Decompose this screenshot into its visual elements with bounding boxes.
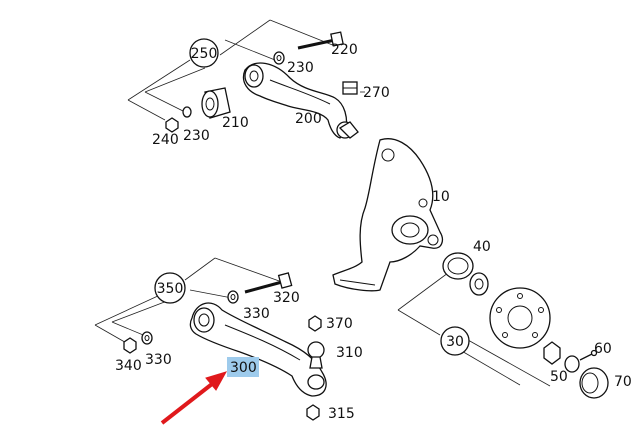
label-210[interactable]: 210	[222, 115, 249, 131]
lower-nut-b	[308, 315, 322, 332]
label-320[interactable]: 320	[273, 290, 300, 306]
label-10[interactable]: 10	[432, 189, 450, 205]
label-270[interactable]: 270	[363, 85, 390, 101]
lower-washer-b	[141, 331, 153, 345]
label-370[interactable]: 370	[326, 316, 353, 332]
upper-ball-joint	[336, 121, 359, 139]
callout-250-text: 250	[191, 46, 218, 62]
upper-bushing	[201, 87, 231, 119]
red-arrow-icon	[160, 371, 228, 425]
upper-self-lock-nut	[342, 81, 358, 95]
bearing	[469, 272, 489, 296]
lower-washer-a	[227, 290, 239, 304]
upper-washer-b	[182, 106, 192, 118]
label-50[interactable]: 50	[550, 369, 568, 385]
upper-nut	[165, 117, 179, 133]
steering-knuckle	[332, 138, 443, 292]
label-315[interactable]: 315	[328, 406, 355, 422]
hub-cap	[579, 367, 609, 399]
label-300: 300	[230, 360, 257, 376]
upper-washer-a	[273, 51, 285, 65]
label-340[interactable]: 340	[115, 358, 142, 374]
callout-350-text: 350	[157, 281, 184, 297]
label-330-upper[interactable]: 330	[243, 306, 270, 322]
callout-30-text: 30	[446, 334, 464, 350]
label-230-lower[interactable]: 230	[183, 128, 210, 144]
lower-nut-a	[123, 337, 137, 354]
highlight-300[interactable]: 300	[227, 357, 259, 377]
label-200[interactable]: 200	[295, 111, 322, 127]
label-230-upper[interactable]: 230	[287, 60, 314, 76]
lower-leader-lines	[94, 257, 551, 387]
hub-pin	[579, 349, 598, 361]
callout-350[interactable]: 350	[154, 272, 186, 304]
upper-leader-lines	[127, 19, 365, 121]
lower-control-arm	[189, 302, 327, 397]
wheel-hub	[489, 287, 551, 349]
hub-nut	[543, 341, 561, 365]
callout-30[interactable]: 30	[440, 326, 470, 356]
upper-bolt	[297, 31, 344, 50]
label-330-lower[interactable]: 330	[145, 352, 172, 368]
label-310[interactable]: 310	[336, 345, 363, 361]
callout-250[interactable]: 250	[189, 38, 219, 68]
label-70[interactable]: 70	[614, 374, 632, 390]
bearing-ring	[442, 252, 474, 280]
lower-nut-c	[306, 404, 320, 421]
label-240[interactable]: 240	[152, 132, 179, 148]
label-40[interactable]: 40	[473, 239, 491, 255]
lower-ball-joint	[307, 341, 325, 369]
upper-control-arm	[242, 62, 348, 139]
hub-washer	[564, 355, 580, 373]
label-60[interactable]: 60	[594, 341, 612, 357]
lower-bolt	[244, 272, 293, 294]
label-220[interactable]: 220	[331, 42, 358, 58]
